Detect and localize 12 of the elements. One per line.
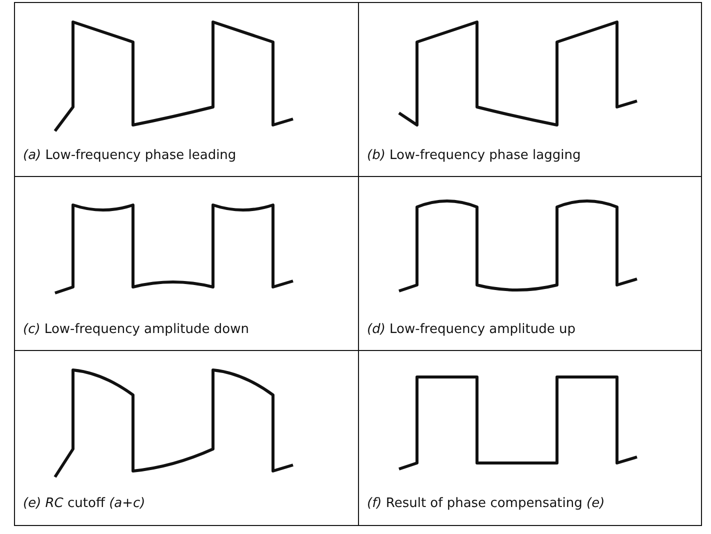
panel-caption: (a) Low-frequency phase leading (23, 148, 236, 162)
panel-caption: (f) Result of phase compensating (e) (367, 496, 605, 510)
waveform-panel (358, 176, 702, 352)
panel-caption: (b) Low-frequency phase lagging (367, 148, 581, 162)
waveform-panel (358, 2, 702, 178)
waveform-panel (358, 350, 702, 526)
waveform-panel (14, 2, 360, 178)
panel-caption: (d) Low-frequency amplitude up (367, 322, 576, 336)
waveform-panel (14, 176, 360, 352)
waveform-panel (14, 350, 360, 526)
panel-caption: (e) RC cutoff (a+c) (23, 496, 146, 510)
panel-caption: (c) Low-frequency amplitude down (23, 322, 249, 336)
